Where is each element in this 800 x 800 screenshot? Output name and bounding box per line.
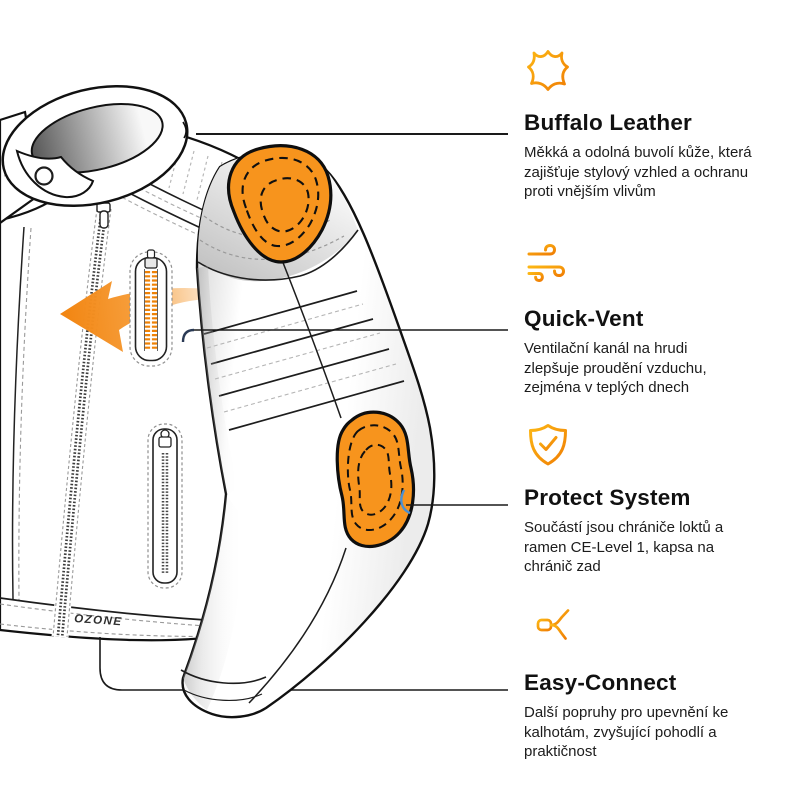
shield-check-icon (524, 421, 780, 471)
sleeve (180, 151, 436, 719)
feature-protect-system: Protect System Součástí jsou chrániče lo… (524, 421, 780, 577)
feature-title: Protect System (524, 485, 691, 510)
feature-title: Buffalo Leather (524, 110, 693, 135)
sleeve-cuff (180, 669, 267, 701)
placket-stitch (18, 227, 32, 601)
main-zipper (51, 202, 113, 638)
elbow-protector-pad (335, 410, 416, 549)
sleeve-accent-stripes (203, 290, 405, 431)
feature-description: Měkká a odolná buvolí kůže, která zajišť… (524, 144, 752, 200)
feature-easy-connect: Easy-Connect Další popruhy pro upevnění … (524, 606, 780, 762)
callout-line-easy-connect (99, 637, 508, 691)
pocket-zipper (147, 423, 183, 589)
leather-hide-icon (524, 46, 780, 96)
wind-icon (524, 242, 780, 292)
collar-snap-button (34, 166, 54, 186)
feature-title: Quick-Vent (524, 306, 644, 331)
airflow-arrow (60, 281, 230, 352)
feature-buffalo-leather: Buffalo Leather Měkká a odolná buvolí ků… (524, 46, 780, 202)
callout-hook-quick-vent (181, 328, 195, 343)
shoulder-protector-pad (227, 144, 333, 264)
placket-seam (11, 226, 25, 600)
attachment-point-mark (400, 489, 411, 515)
collar (1, 84, 189, 208)
feature-quick-vent: Quick-Vent Ventilační kanál na hrudi zle… (524, 242, 780, 398)
zipper-pull (99, 210, 109, 229)
strap-connector-icon (524, 606, 780, 656)
feature-description: Další popruhy pro upevnění ke kalhotám, … (524, 704, 729, 760)
feature-description: Ventilační kanál na hrudi zlepšuje proud… (524, 340, 707, 396)
chest-vent-zipper (129, 249, 173, 367)
feature-title: Easy-Connect (524, 670, 677, 695)
feature-description: Součástí jsou chrániče loktů a ramen CE-… (524, 519, 724, 575)
callout-lines (181, 133, 508, 506)
brand-logo: OZONE (74, 613, 123, 628)
